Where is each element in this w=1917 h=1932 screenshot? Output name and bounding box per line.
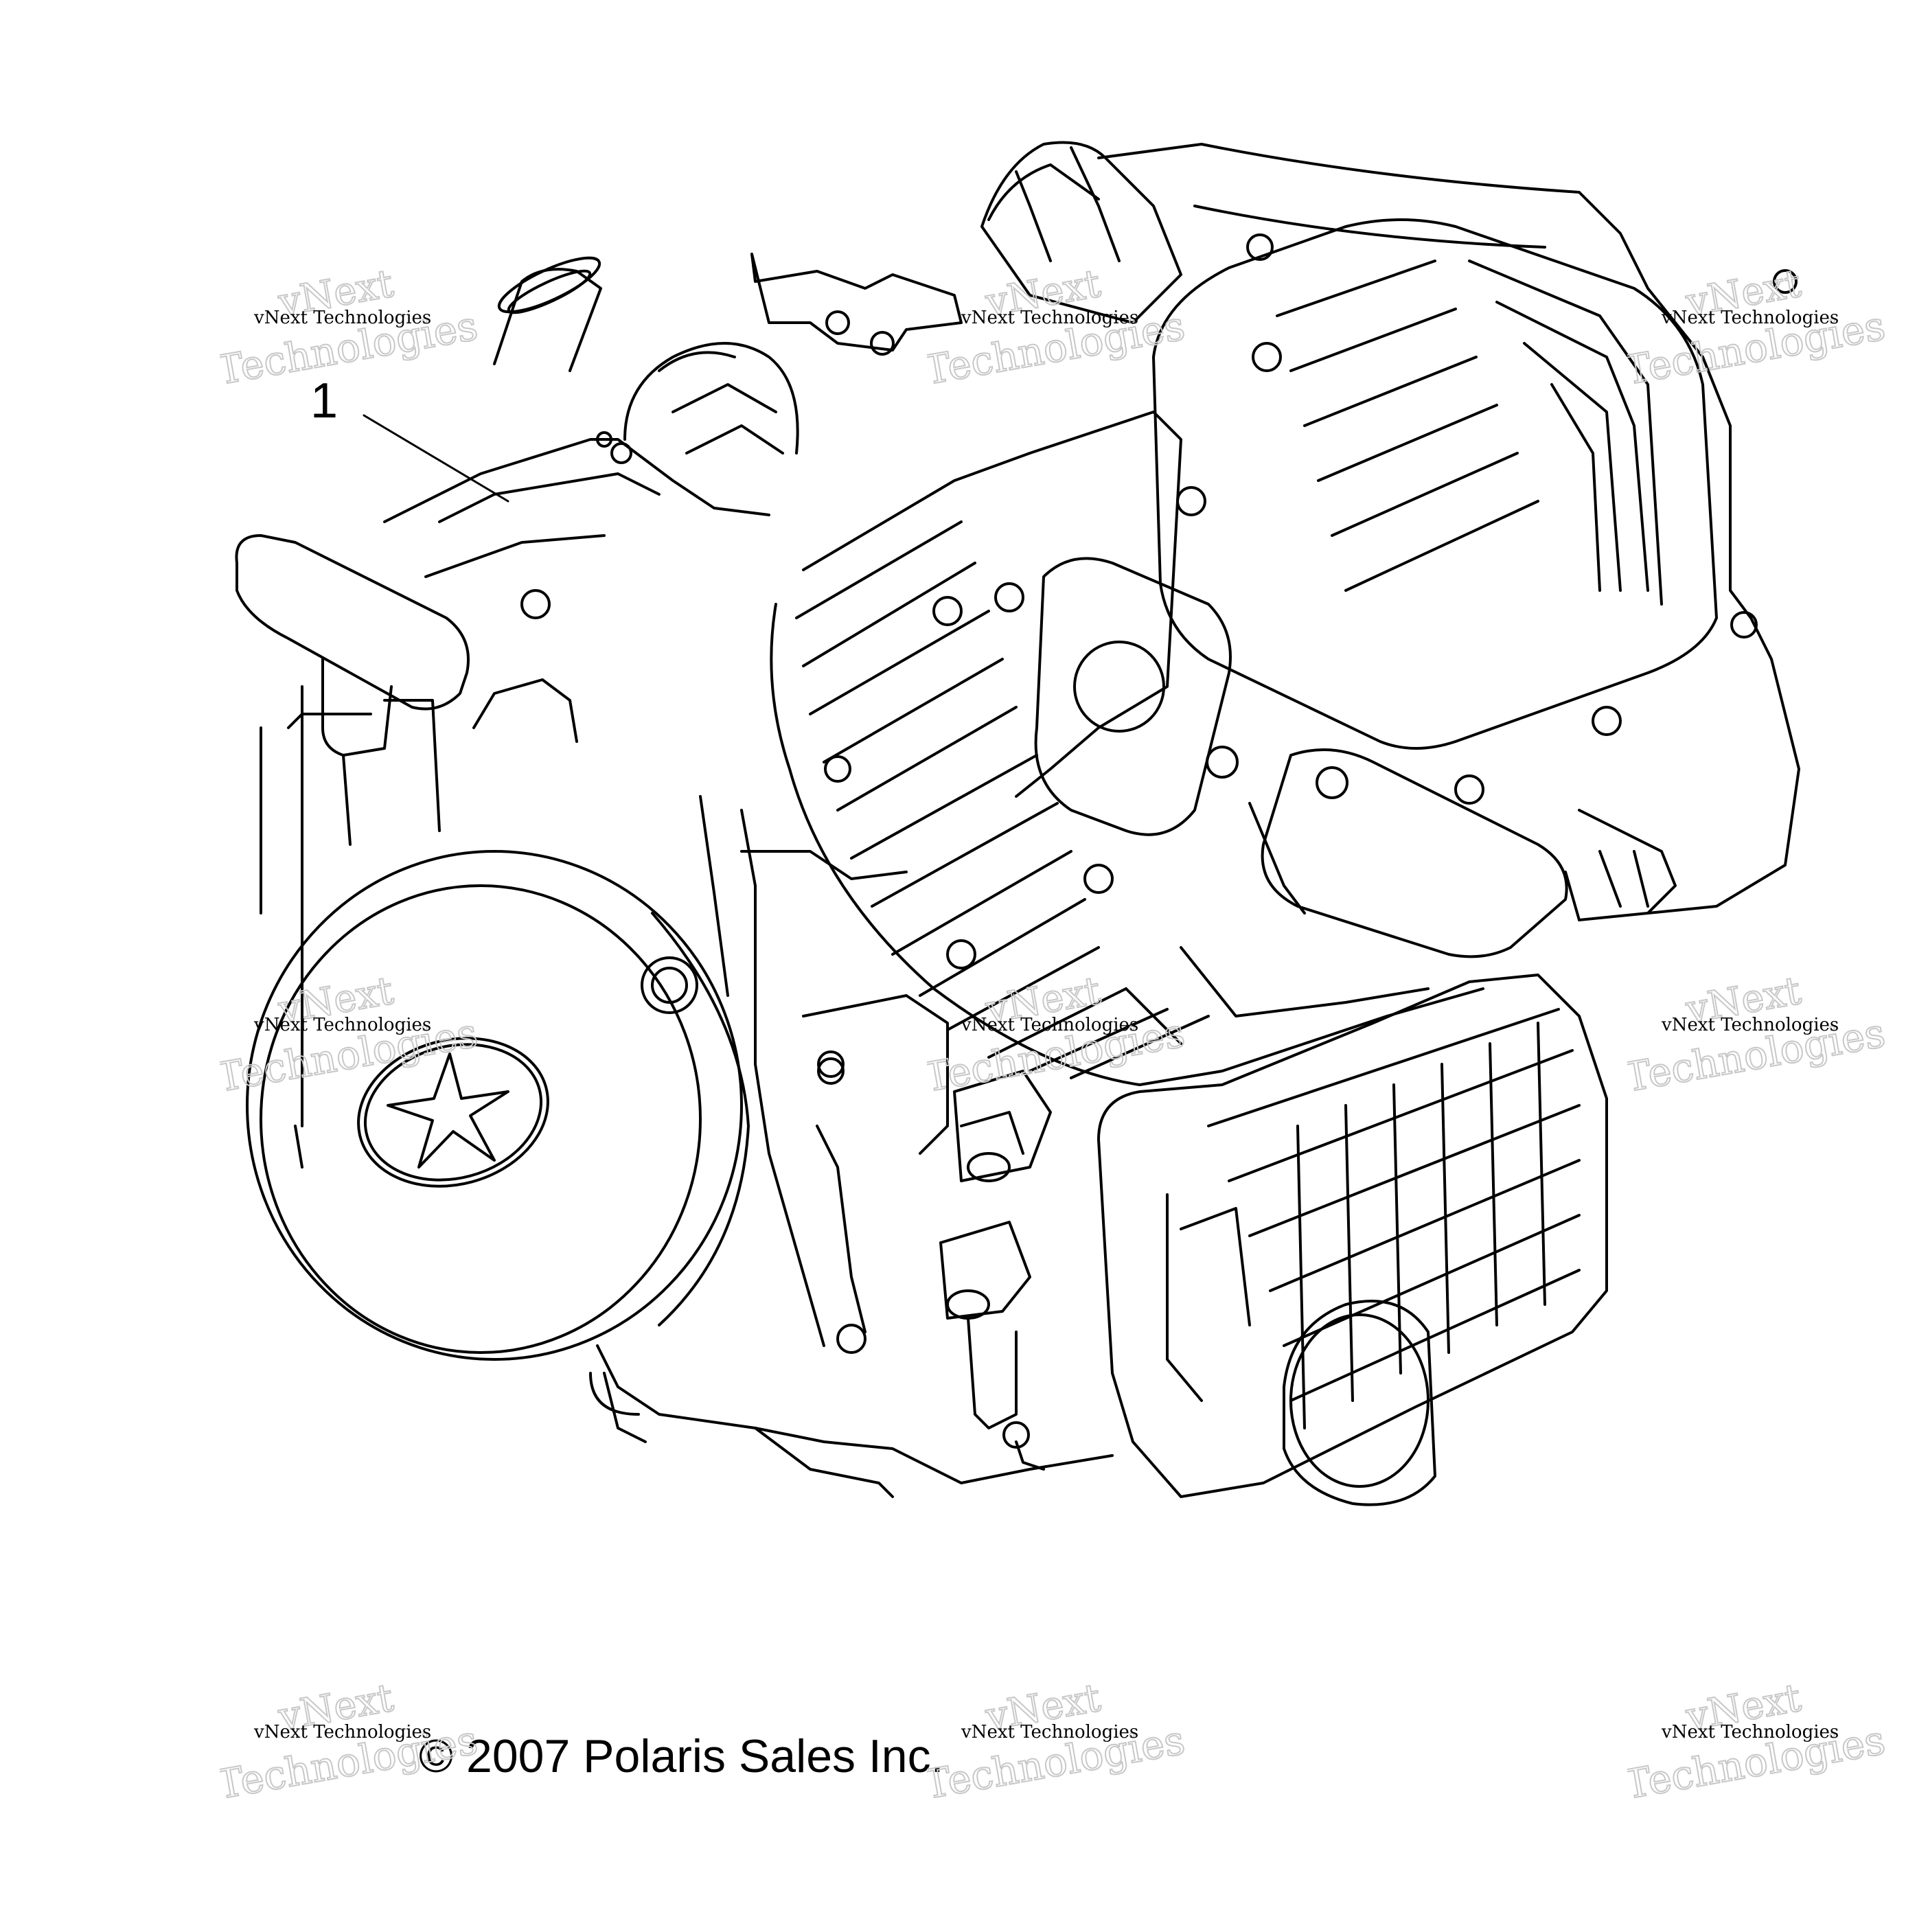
flywheel-cover-outer — [246, 850, 743, 1361]
star-logo-icon — [387, 1053, 509, 1169]
recoil-handle — [235, 534, 470, 711]
callout-number: 1 — [310, 373, 338, 428]
head-bolts — [817, 233, 1798, 1078]
copyright-notice: © 2007 Polaris Sales Inc. — [419, 1730, 944, 1782]
emblem-oval — [357, 1037, 549, 1188]
head-cover-boss — [1073, 641, 1165, 733]
flywheel-cover-inner — [260, 884, 702, 1354]
callout-leader-line — [363, 414, 509, 503]
